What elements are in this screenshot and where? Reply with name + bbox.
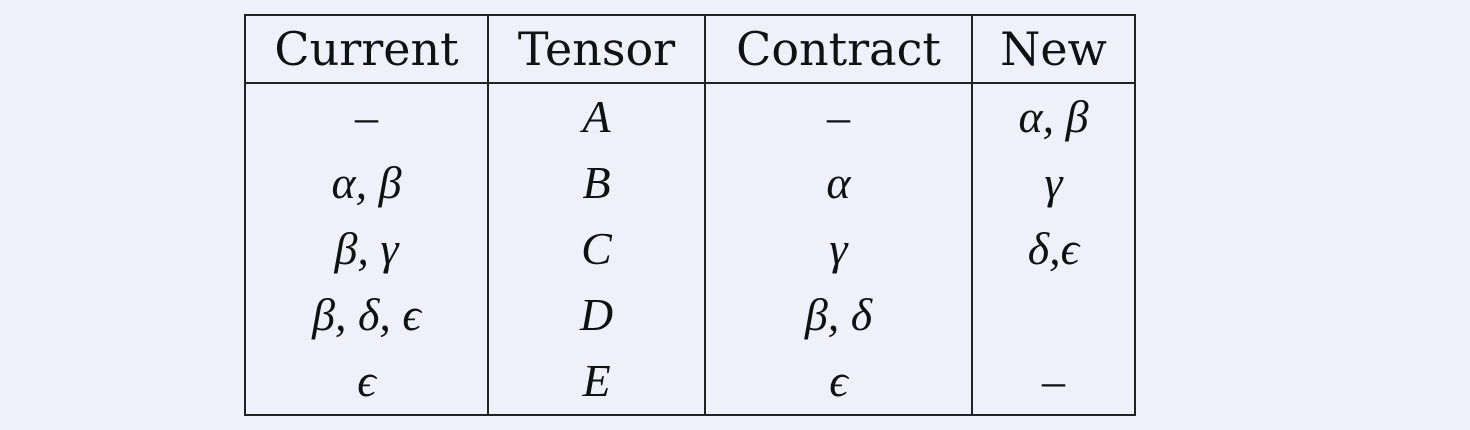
cell-new [971,282,1136,348]
table-body: – A – α, β α, β B α γ β, γ C γ δ,ϵ β, δ,… [244,83,1136,415]
table-row: α, β B α γ [244,150,1136,216]
header-contract: Contract [704,15,973,84]
cell-contract: α [704,150,973,216]
cell-new: δ,ϵ [971,216,1136,282]
cell-contract: – [704,83,973,150]
cell-tensor: B [487,150,706,216]
cell-new: – [971,348,1136,415]
cell-contract: β, δ [704,282,973,348]
cell-current: α, β [244,150,489,216]
header-row: Current Tensor Contract New [244,15,1136,84]
table-row: ϵ E ϵ – [244,348,1136,415]
table-header: Current Tensor Contract New [244,15,1136,84]
table-row: – A – α, β [244,83,1136,150]
header-tensor: Tensor [487,15,706,84]
cell-tensor: A [487,83,706,150]
cell-tensor: C [487,216,706,282]
cell-new: γ [971,150,1136,216]
cell-current: ϵ [244,348,489,415]
cell-tensor: D [487,282,706,348]
tensor-contraction-table-container: Current Tensor Contract New – A – α, β α… [244,14,1136,416]
cell-new: α, β [971,83,1136,150]
header-current: Current [244,15,489,84]
cell-current: β, δ, ϵ [244,282,489,348]
cell-current: – [244,83,489,150]
tensor-contraction-table: Current Tensor Contract New – A – α, β α… [244,14,1136,416]
table-row: β, γ C γ δ,ϵ [244,216,1136,282]
cell-tensor: E [487,348,706,415]
cell-current: β, γ [244,216,489,282]
header-new: New [971,15,1136,84]
cell-contract: ϵ [704,348,973,415]
cell-contract: γ [704,216,973,282]
table-row: β, δ, ϵ D β, δ [244,282,1136,348]
